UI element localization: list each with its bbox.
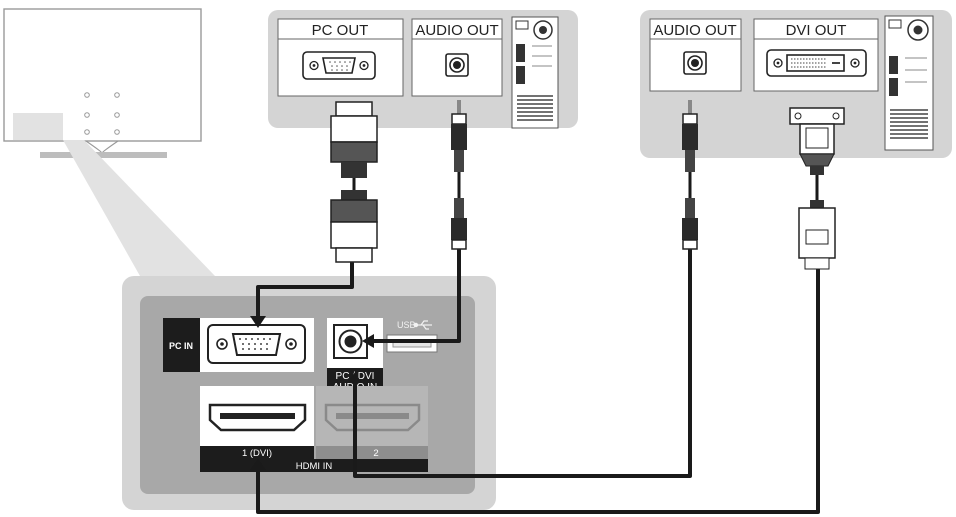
audio-plug-pc2-top — [682, 100, 698, 172]
tv-monitor — [3, 8, 202, 158]
audio-plug-pc1-bottom — [451, 198, 467, 250]
pc-in-port: PC IN — [163, 318, 314, 372]
hdmi-arrow — [250, 459, 266, 470]
pc2-audio-out-label: AUDIO OUT — [653, 22, 736, 39]
vga-arrow — [250, 316, 266, 328]
audio1-arrow — [362, 334, 374, 348]
dvi-plug — [789, 107, 845, 175]
hdmi-plug — [798, 200, 836, 270]
audio-plug-pc2-bottom — [682, 198, 698, 250]
tv-back-panel: PC IN PC / DVI AUDIO IN U — [122, 276, 496, 510]
audio2-arrow — [348, 372, 362, 383]
hdmi1-label: 1 (DVI) — [242, 448, 272, 459]
pc2-dvi-out-port — [766, 49, 867, 77]
vga-plug-top — [330, 101, 378, 178]
cables — [256, 170, 820, 514]
pc-in-label: PC IN — [169, 341, 193, 351]
pc1-audio-cable — [370, 247, 461, 343]
arrows — [250, 316, 374, 470]
pc2-output-box: AUDIO OUT DVI OUT — [640, 10, 952, 158]
pc1-tower-icon — [511, 16, 559, 129]
usb-icon — [413, 320, 432, 330]
usb-label: USB — [397, 320, 416, 330]
dvi-hdmi-cable — [256, 265, 820, 514]
vga-plug-bottom — [330, 190, 378, 263]
pc2-audio-out-port — [683, 51, 707, 75]
vga-cable — [256, 260, 354, 320]
zoom-wedge — [63, 140, 215, 276]
pc1-audio-out-port — [445, 53, 469, 77]
pc2-tower-icon — [884, 15, 934, 151]
pc1-output-box: PC OUT AUDIO OUT — [268, 10, 578, 129]
hdmi-in-label: HDMI IN — [296, 461, 333, 472]
audio-plug-pc1-top — [451, 100, 467, 172]
pc1-audio-out-label: AUDIO OUT — [415, 22, 498, 39]
hdmi2-port: 2 — [316, 386, 428, 459]
pc2-dvi-out-label: DVI OUT — [786, 22, 847, 39]
hdmi2-label: 2 — [373, 448, 378, 459]
pc2-audio-cable — [353, 247, 692, 478]
pc1-vga-out-port — [302, 51, 376, 80]
hdmi1-port: 1 (DVI) — [200, 386, 314, 459]
pc1-pc-out-label: PC OUT — [312, 22, 369, 39]
